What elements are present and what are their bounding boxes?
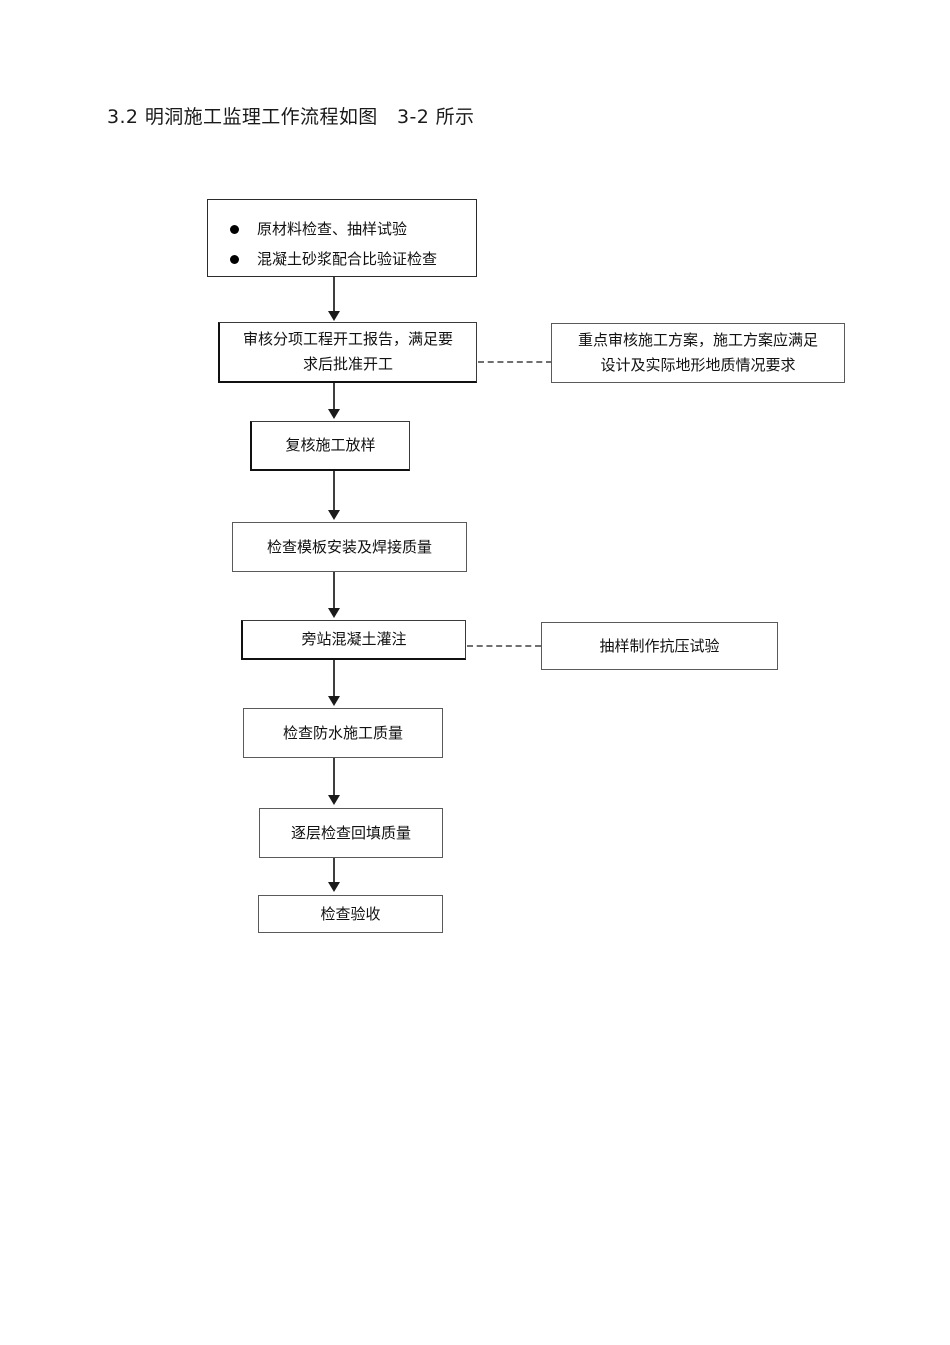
connector-line-n1-n2: [333, 277, 335, 314]
flow-note-text: 抽样制作抗压试验: [599, 636, 720, 655]
flow-node-text: 检查模板安装及焊接质量: [266, 537, 432, 556]
flow-node-recheck-setting-out: 复核施工放样: [250, 421, 410, 471]
flow-node-formwork-welding-quality: 检查模板安装及焊接质量: [232, 522, 467, 572]
flow-node-inspection-acceptance: 检查验收: [258, 895, 443, 933]
flow-node-materials-check: 原材料检查、抽样试验 混凝土砂浆配合比验证检查: [207, 199, 477, 277]
connector-line-n6-n7: [333, 758, 335, 797]
connector-line-n4-n5: [333, 572, 335, 610]
list-item: 原材料检查、抽样试验: [230, 214, 476, 244]
flow-node-text: 检查防水施工质量: [282, 723, 403, 742]
flow-note-compression-test-sampling: 抽样制作抗压试验: [541, 622, 778, 670]
flow-node-layered-backfill-quality: 逐层检查回填质量: [259, 808, 443, 858]
connector-arrow-n5-n6: [328, 696, 340, 706]
flow-node-text: 旁站混凝土灌注: [301, 630, 407, 648]
connector-arrow-n6-n7: [328, 795, 340, 805]
flow-node-text: 检查验收: [320, 904, 381, 923]
connector-line-n3-n4: [333, 471, 335, 512]
connector-dashed-n2-s1: [478, 361, 552, 363]
connector-arrow-n2-n3: [328, 409, 340, 419]
flow-node-text: 原材料检查、抽样试验: [257, 220, 408, 238]
connector-arrow-n7-n8: [328, 882, 340, 892]
connector-line-n5-n6: [333, 660, 335, 698]
list-item: 混凝土砂浆配合比验证检查: [230, 244, 476, 274]
flow-note-text: 重点审核施工方案，施工方案应满足 设计及实际地形地质情况要求: [577, 331, 818, 374]
flow-node-text: 审核分项工程开工报告，满足要 求后批准开工: [242, 330, 453, 373]
connector-line-n2-n3: [333, 383, 335, 411]
bullet-dot-icon: [230, 254, 239, 264]
flow-node-waterproofing-quality: 检查防水施工质量: [243, 708, 443, 758]
connector-dashed-n5-s2: [467, 645, 541, 647]
connector-line-n7-n8: [333, 858, 335, 884]
bullet-dot-icon: [230, 224, 239, 234]
flow-node-text: 混凝土砂浆配合比验证检查: [257, 250, 438, 268]
connector-arrow-n1-n2: [328, 311, 340, 321]
flow-node-supervise-concrete-pouring: 旁站混凝土灌注: [241, 620, 466, 660]
flow-node-approve-start-report: 审核分项工程开工报告，满足要 求后批准开工: [218, 322, 477, 383]
flow-note-review-construction-plan: 重点审核施工方案，施工方案应满足 设计及实际地形地质情况要求: [551, 323, 845, 383]
page-title: 3.2 明洞施工监理工作流程如图 3-2 所示: [107, 106, 475, 128]
connector-arrow-n3-n4: [328, 510, 340, 520]
connector-arrow-n4-n5: [328, 608, 340, 618]
flow-node-text: 逐层检查回填质量: [290, 823, 411, 842]
flow-node-text: 复核施工放样: [285, 436, 376, 454]
